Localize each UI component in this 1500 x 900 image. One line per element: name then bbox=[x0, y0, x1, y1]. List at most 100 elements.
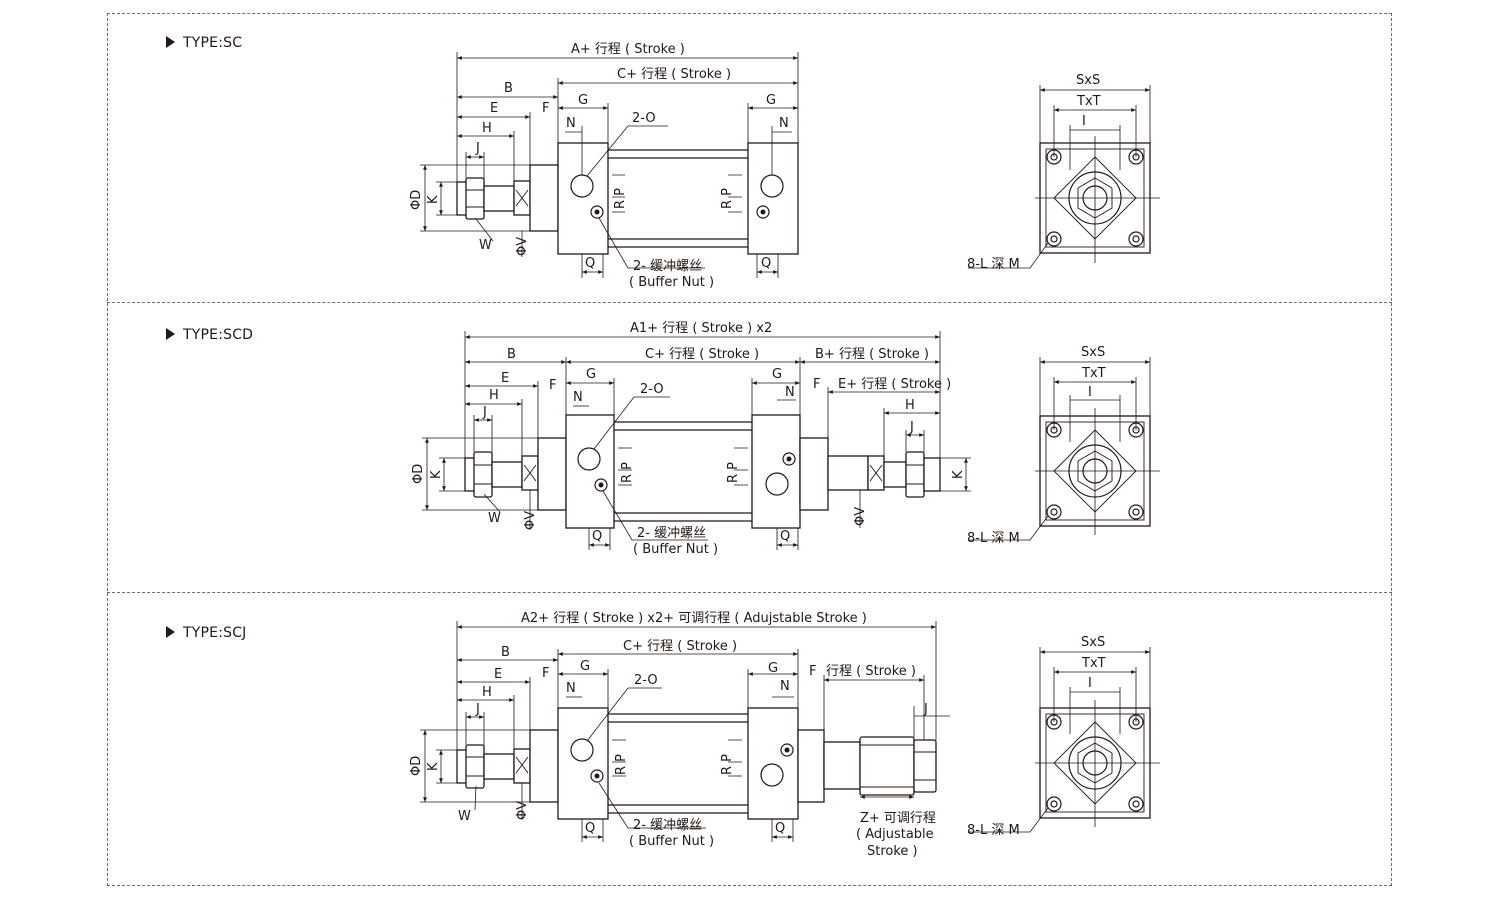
dim-label: I bbox=[1088, 385, 1092, 400]
dim-label: E bbox=[501, 371, 509, 386]
dim-label: G bbox=[578, 93, 588, 108]
dim-label: ΦV bbox=[853, 507, 868, 526]
dim-label: R P bbox=[613, 188, 628, 209]
dim-label: R P bbox=[720, 188, 735, 209]
dim-label: 8-L 深 M bbox=[967, 823, 1020, 838]
dim-label: N bbox=[566, 116, 576, 131]
dim-label: 8-L 深 M bbox=[967, 531, 1020, 546]
dim-label: TxT bbox=[1076, 94, 1101, 109]
dim-label: ΦV bbox=[515, 237, 530, 256]
dim-label: N bbox=[566, 681, 576, 696]
sc-end-view: SxS TxT I 8-L 深 M bbox=[967, 73, 1160, 272]
dim-label: A+ 行程 ( Stroke ) bbox=[571, 42, 685, 57]
dim-label: ΦV bbox=[523, 511, 538, 530]
buffer-nut-label: ( Buffer Nut ) bbox=[629, 275, 714, 290]
dim-label: G bbox=[586, 367, 596, 382]
dim-label: B+ 行程 ( Stroke ) bbox=[815, 347, 929, 362]
dim-label: Q bbox=[761, 256, 771, 271]
dim-label: G bbox=[768, 661, 778, 676]
dim-label: SxS bbox=[1081, 635, 1105, 650]
drawing-frame bbox=[107, 13, 1392, 886]
play-arrow-icon bbox=[166, 328, 175, 340]
scj-side-view: A2+ 行程 ( Stroke ) x2+ 可调行程 ( Adujstable … bbox=[409, 611, 950, 859]
dim-label: R P bbox=[726, 462, 741, 483]
section-divider bbox=[107, 302, 1392, 303]
dim-label: ΦD bbox=[409, 190, 424, 210]
dim-label: A1+ 行程 ( Stroke ) x2 bbox=[630, 321, 772, 336]
dim-label: F bbox=[542, 101, 549, 116]
dim-label: K bbox=[426, 762, 441, 771]
dim-label: SxS bbox=[1076, 73, 1100, 88]
dim-label: ΦV bbox=[515, 801, 530, 820]
dim-label: B bbox=[507, 347, 516, 362]
dim-label: Q bbox=[775, 821, 785, 836]
dim-label: G bbox=[580, 659, 590, 674]
dim-label: H bbox=[482, 685, 492, 700]
dim-label: W bbox=[488, 511, 501, 526]
dim-label: F bbox=[549, 378, 556, 393]
dim-label: ΦD bbox=[411, 464, 426, 484]
adjustable-stroke-label: Z+ 可调行程 bbox=[860, 811, 936, 826]
dim-label: R P bbox=[614, 754, 629, 775]
dim-label: J bbox=[923, 702, 928, 717]
dim-label: W bbox=[458, 809, 471, 824]
dim-label: K bbox=[951, 470, 966, 479]
dim-label: I bbox=[1088, 676, 1092, 691]
dim-label: 2-O bbox=[632, 111, 656, 126]
dim-label: C+ 行程 ( Stroke ) bbox=[645, 347, 759, 362]
buffer-nut-label: 2- 缓冲螺丝 bbox=[637, 526, 706, 541]
dim-label: C+ 行程 ( Stroke ) bbox=[617, 67, 731, 82]
buffer-nut-label: 2- 缓冲螺丝 bbox=[633, 259, 702, 274]
scd-end-view: SxS TxT I 8-L 深 M bbox=[967, 345, 1160, 546]
type-label-scd: TYPE:SCD bbox=[166, 327, 253, 343]
dim-label: H bbox=[489, 388, 499, 403]
dim-label: F bbox=[813, 377, 820, 392]
dim-label: R P bbox=[720, 754, 735, 775]
dim-label: G bbox=[772, 367, 782, 382]
dim-label: E bbox=[494, 667, 502, 682]
buffer-nut-label: 2- 缓冲螺丝 bbox=[633, 818, 702, 833]
dim-label: J bbox=[482, 405, 487, 420]
dim-label: K bbox=[426, 195, 441, 204]
sc-side-view: A+ 行程 ( Stroke ) C+ 行程 ( Stroke ) B E F … bbox=[409, 42, 799, 290]
dim-label: W bbox=[479, 238, 492, 253]
dim-label: N bbox=[785, 385, 795, 400]
dim-label: J bbox=[475, 141, 480, 156]
dim-label: N bbox=[779, 116, 789, 131]
scd-side-view: A1+ 行程 ( Stroke ) x2 B C+ 行程 ( Stroke ) … bbox=[411, 321, 971, 557]
dim-label: C+ 行程 ( Stroke ) bbox=[623, 639, 737, 654]
dim-label: Q bbox=[780, 529, 790, 544]
type-label-sc: TYPE:SC bbox=[166, 35, 242, 51]
dim-label: F bbox=[542, 666, 549, 681]
dim-label: SxS bbox=[1081, 345, 1105, 360]
dim-label: Q bbox=[592, 529, 602, 544]
dim-label: E bbox=[490, 101, 498, 116]
dim-label: 2-O bbox=[640, 382, 664, 397]
dim-label: H bbox=[482, 121, 492, 136]
dim-label: J bbox=[475, 702, 480, 717]
dim-label: J bbox=[909, 420, 914, 435]
adjustable-stroke-label: Stroke ) bbox=[867, 844, 918, 859]
dim-label: K bbox=[429, 470, 444, 479]
dim-label: N bbox=[780, 679, 790, 694]
dim-label: I bbox=[1082, 114, 1086, 129]
dim-label: B bbox=[501, 645, 510, 660]
dim-label: G bbox=[766, 93, 776, 108]
dim-label: B bbox=[504, 81, 513, 96]
dim-label: N bbox=[573, 390, 583, 405]
dim-label: 行程 ( Stroke ) bbox=[826, 664, 916, 679]
play-arrow-icon bbox=[166, 36, 175, 48]
dim-label: ΦD bbox=[409, 756, 424, 776]
dim-label: A2+ 行程 ( Stroke ) x2+ 可调行程 ( Adujstable … bbox=[521, 611, 867, 626]
adjustable-stroke-label: ( Adjustable bbox=[856, 827, 934, 842]
dim-label: TxT bbox=[1081, 656, 1106, 671]
dim-label: E+ 行程 ( Stroke ) bbox=[838, 377, 951, 392]
dim-label: H bbox=[905, 398, 915, 413]
section-divider bbox=[107, 592, 1392, 593]
dim-label: Q bbox=[585, 256, 595, 271]
buffer-nut-label: ( Buffer Nut ) bbox=[629, 834, 714, 849]
dim-label: R P bbox=[620, 462, 635, 483]
dim-label: 2-O bbox=[634, 673, 658, 688]
dim-label: TxT bbox=[1081, 366, 1106, 381]
